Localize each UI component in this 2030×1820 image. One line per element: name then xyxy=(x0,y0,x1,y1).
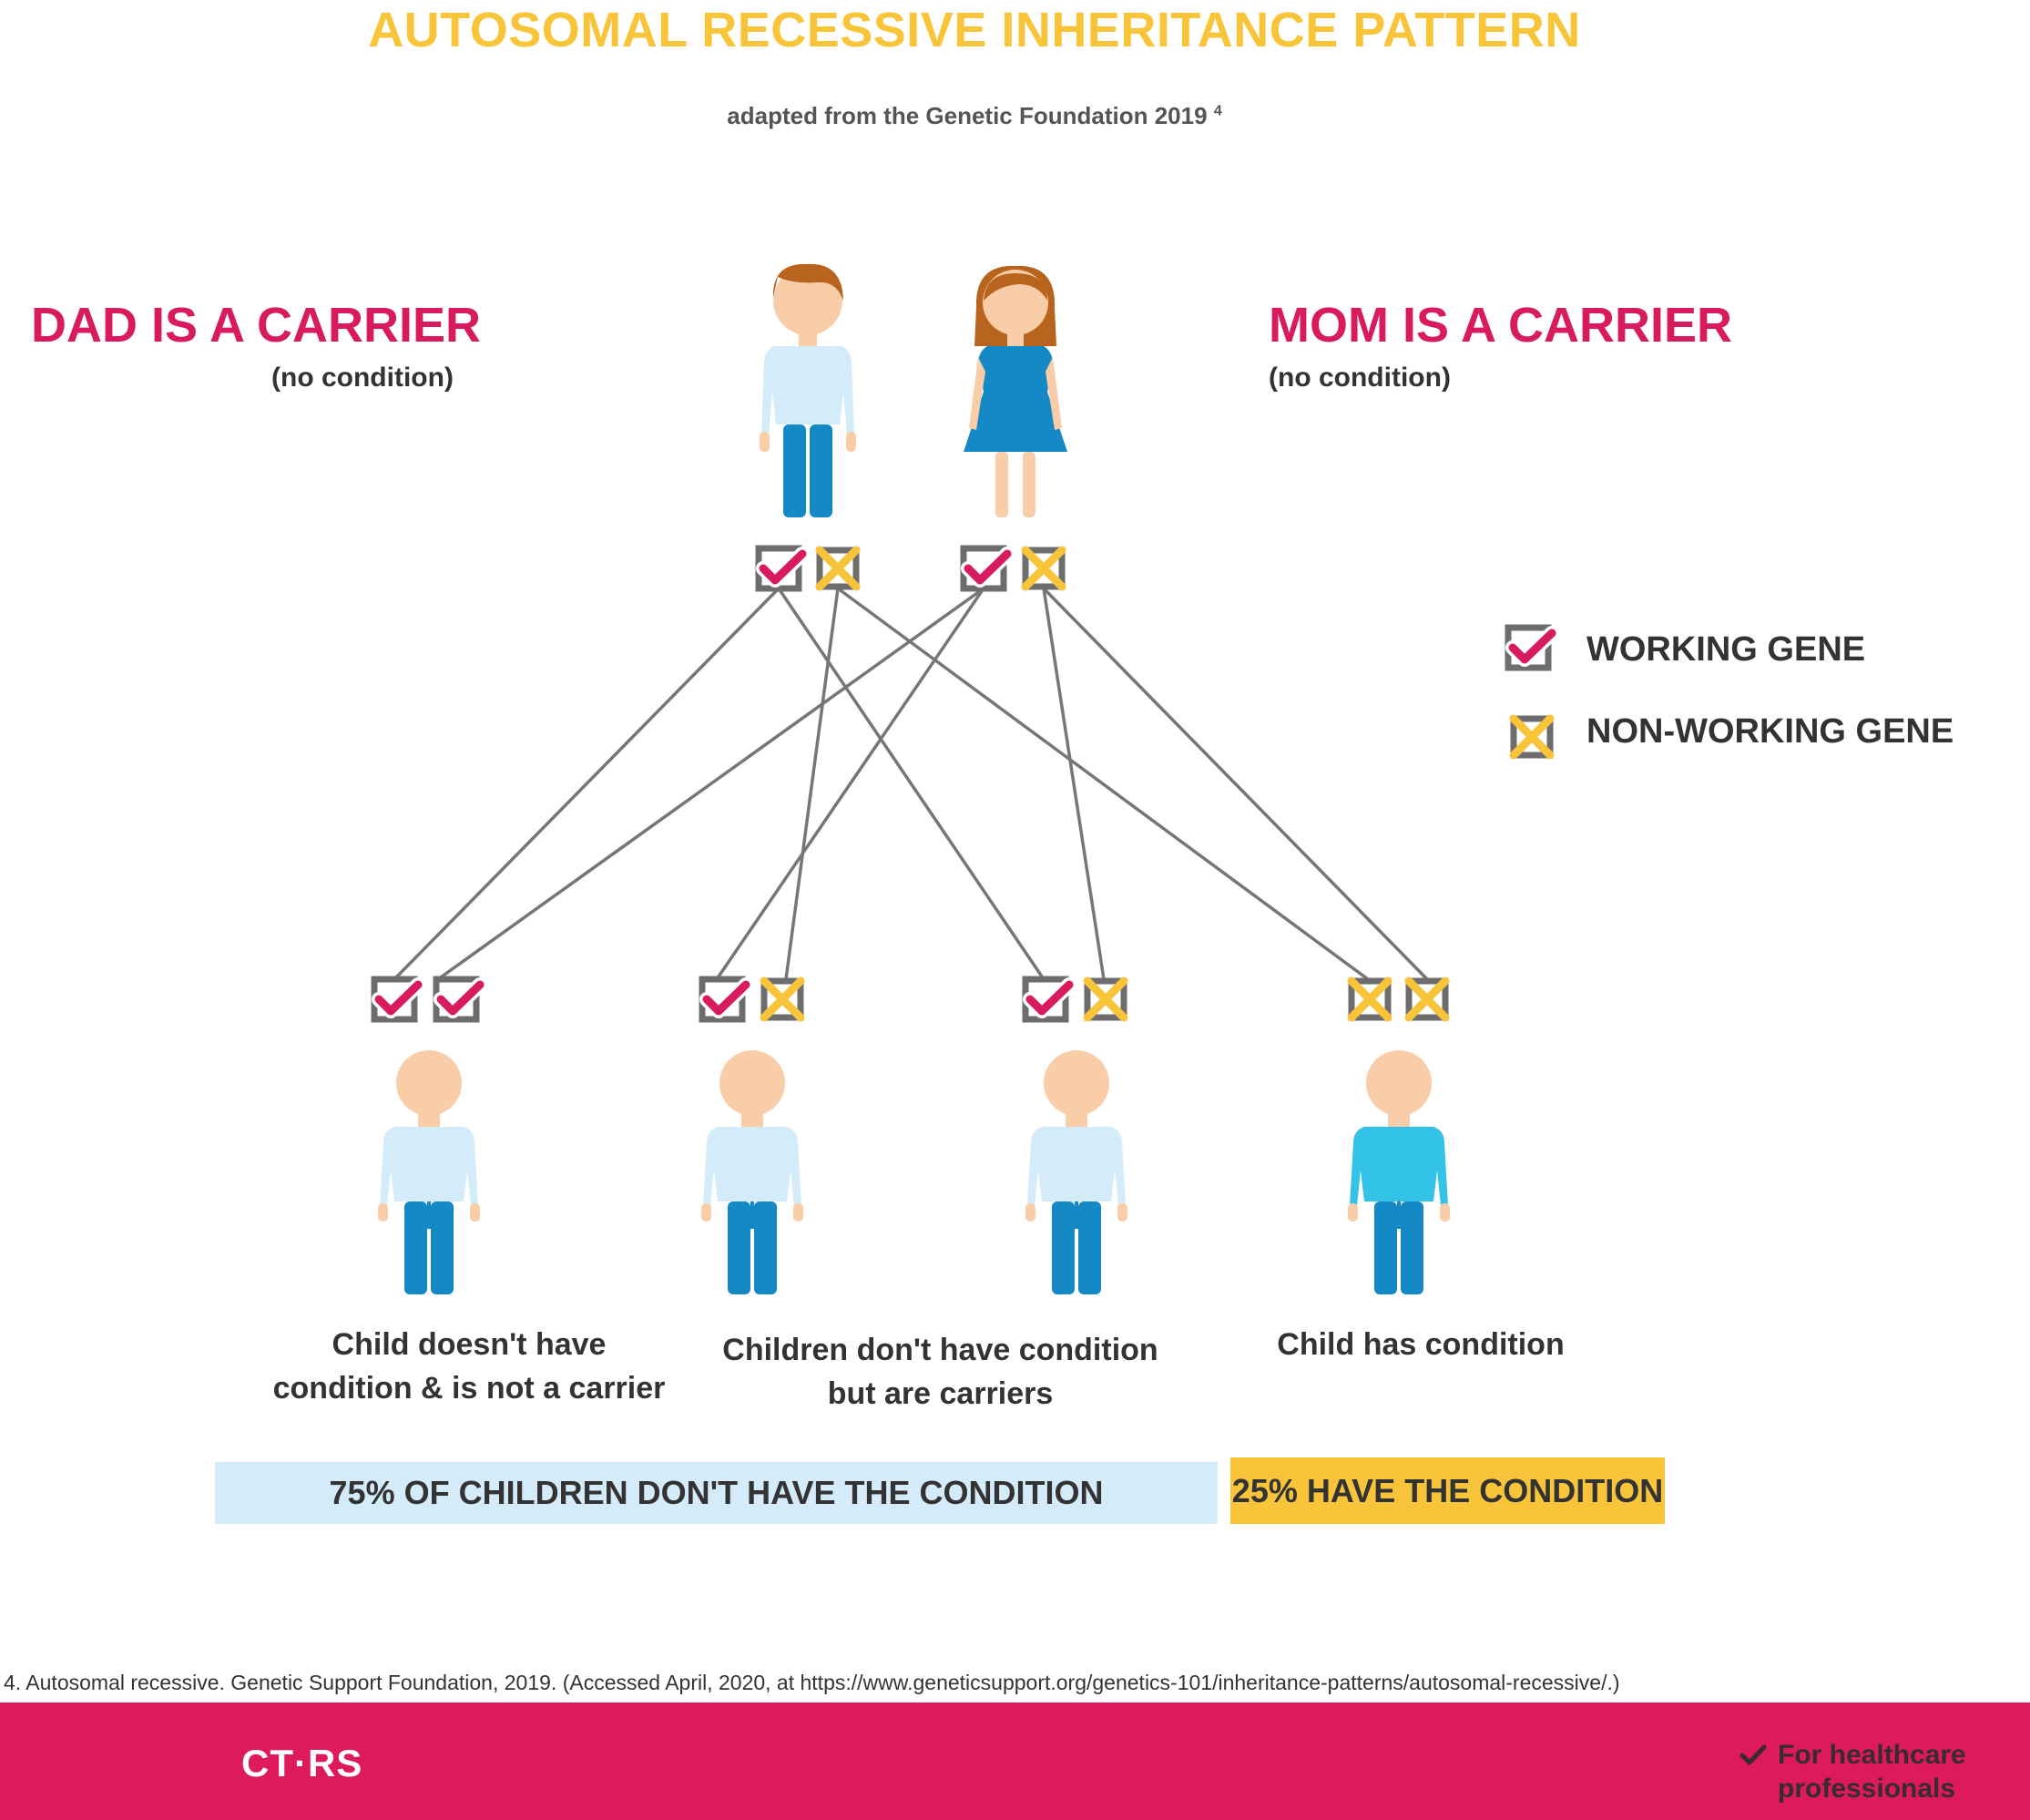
footnote: 4. Autosomal recessive. Genetic Support … xyxy=(4,1671,1620,1694)
badge-line: For healthcare xyxy=(1778,1740,1966,1770)
dad-nonworking-gene-icon xyxy=(820,550,856,587)
legend-nonworking-label: NON-WORKING GENE xyxy=(1586,712,1954,751)
dad-working-gene-icon xyxy=(759,548,802,588)
caption-carriers: Children don't have condition but are ca… xyxy=(692,1328,1188,1416)
mom-figure xyxy=(964,265,1067,517)
caption-affected: Child has condition xyxy=(1239,1323,1603,1366)
child2-gene2-icon xyxy=(764,981,801,1017)
caption-line: but are carriers xyxy=(827,1376,1054,1411)
footer-bar xyxy=(0,1702,2030,1820)
child4-figure xyxy=(1348,1050,1450,1294)
subtitle-ref: 4 xyxy=(1213,103,1222,119)
child1-gene2-icon xyxy=(436,979,480,1019)
affected-percentage-bar: 25% HAVE THE CONDITION xyxy=(1230,1457,1665,1524)
caption-not-carrier: Child doesn't have condition & is not a … xyxy=(228,1323,710,1410)
mom-working-gene-icon xyxy=(964,548,1007,588)
child3-gene2-icon xyxy=(1087,981,1124,1017)
dad-heading: DAD IS A CARRIER xyxy=(31,298,482,353)
unaffected-percentage-label: 75% OF CHILDREN DON'T HAVE THE CONDITION xyxy=(329,1474,1104,1511)
caption-line: Children don't have condition xyxy=(722,1333,1158,1367)
unaffected-percentage-bar: 75% OF CHILDREN DON'T HAVE THE CONDITION xyxy=(215,1462,1218,1524)
child2-gene1-icon xyxy=(702,979,746,1019)
legend-nonworking-gene-icon xyxy=(1514,719,1550,755)
subtitle: adapted from the Genetic Foundation 2019… xyxy=(0,102,1949,130)
child2-figure xyxy=(701,1050,803,1294)
legend-working-gene-icon xyxy=(1508,628,1552,668)
child3-gene1-icon xyxy=(1025,979,1069,1019)
checkmark-icon xyxy=(1739,1744,1767,1765)
caption-line: Child has condition xyxy=(1277,1327,1565,1362)
mom-subheading: (no condition) xyxy=(1269,363,1451,393)
subtitle-text: adapted from the Genetic Foundation 2019 xyxy=(727,102,1208,129)
caption-line: Child doesn't have xyxy=(332,1327,607,1362)
affected-percentage-label: 25% HAVE THE CONDITION xyxy=(1231,1471,1664,1509)
child1-figure xyxy=(378,1050,480,1294)
child4-gene2-icon xyxy=(1409,981,1445,1017)
legend-working-label: WORKING GENE xyxy=(1586,630,1866,669)
inheritance-lines xyxy=(393,587,1429,981)
brand-logo: CT·RS xyxy=(241,1742,363,1784)
badge-line: professionals xyxy=(1778,1774,1956,1804)
child4-gene1-icon xyxy=(1352,981,1388,1017)
child3-figure xyxy=(1025,1050,1127,1294)
mom-nonworking-gene-icon xyxy=(1025,550,1062,587)
dad-subheading: (no condition) xyxy=(271,363,454,393)
mom-heading: MOM IS A CARRIER xyxy=(1269,298,1732,353)
page-title: AUTOSOMAL RECESSIVE INHERITANCE PATTERN xyxy=(368,3,1581,57)
dad-figure xyxy=(760,263,856,517)
caption-line: condition & is not a carrier xyxy=(272,1371,666,1406)
healthcare-professionals-badge: For healthcare professionals xyxy=(1778,1738,1966,1805)
child1-gene1-icon xyxy=(374,979,418,1019)
